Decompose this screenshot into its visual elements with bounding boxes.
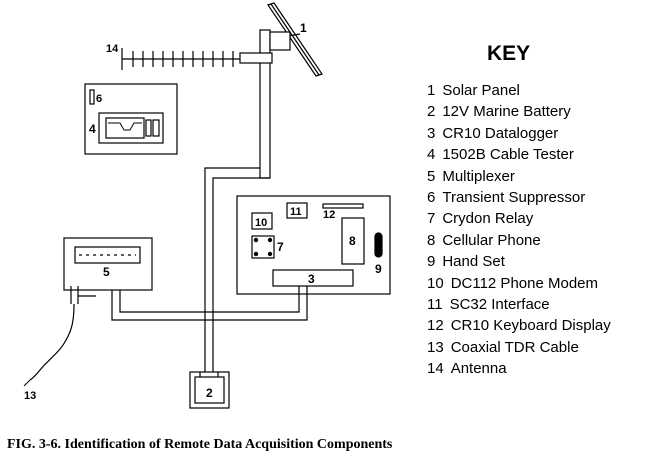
key-item-label: SC32 Interface [449,295,550,313]
key-item-number: 10 [427,274,444,292]
key-item: 13 Coaxial TDR Cable [427,337,611,358]
upper-enclosure [84,83,178,155]
key-item: 9 Hand Set [427,251,611,272]
key-item-number: 14 [427,360,444,378]
mast [239,29,291,179]
key-item-label: Transient Suppressor [442,188,586,206]
key-item-number: 1 [427,82,436,99]
key-item: 5 Multiplexer [427,166,611,187]
key-item-number: 2 [427,103,436,121]
key-item: 14 Antenna [427,358,611,379]
key-item: 7 Crydon Relay [427,208,611,229]
callout-battery: 2 [206,386,213,400]
key-item-number: 8 [427,231,436,249]
key-item: 11 SC32 Interface [427,294,611,315]
key-title: KEY [487,42,531,65]
main-enclosure [236,195,391,295]
key-item-number: 9 [427,253,436,271]
key-item-number: 12 [427,317,444,335]
callout-solar-panel: 1 [300,21,307,35]
key-item-number: 13 [427,338,444,356]
antenna [121,48,240,70]
callout-multiplexer: 5 [103,265,110,279]
key-item: 8 Cellular Phone [427,230,611,251]
key-item-label: Crydon Relay [442,210,534,228]
figure-caption: FIG. 3-6. Identification of Remote Data … [7,437,393,452]
key-item: 10 DC112 Phone Modem [427,273,611,294]
callout-cable-tester: 4 [89,122,96,136]
key-item: 2 12V Marine Battery [427,101,611,122]
key-item-label: 12V Marine Battery [442,103,571,121]
callout-hand-set: 9 [375,262,382,276]
key-item-label: CR10 Datalogger [442,124,559,142]
key-item-label: Hand Set [442,253,505,271]
key-item-label: Antenna [450,360,507,378]
callout-datalogger: 3 [308,272,315,286]
key-item-number: 4 [427,146,436,164]
key-item-number: 7 [427,210,436,228]
key-item-number: 11 [427,295,443,313]
callout-phone-modem: 10 [255,217,267,229]
multiplexer-enclosure [63,237,153,291]
key-item-label: CR10 Keyboard Display [450,317,611,335]
callout-sc32-interface: 11 [290,206,302,218]
cable-trunks [204,167,270,372]
key-item-label: Cellular Phone [442,231,541,249]
key-item: 3 CR10 Datalogger [427,123,611,144]
key-item-label: Coaxial TDR Cable [450,338,579,356]
battery [189,371,230,409]
callout-antenna: 14 [106,43,119,55]
key-item: 6 Transient Suppressor [427,187,611,208]
callout-tdr-cable: 13 [24,390,36,402]
callout-relay: 7 [277,240,284,254]
key-list: 1 Solar Panel 2 12V Marine Battery 3 CR10 D… [427,80,611,379]
callout-keyboard-display: 12 [323,209,335,221]
key-item-label: Solar Panel [442,82,520,99]
key-item: 4 1502B Cable Tester [427,144,611,165]
key-item: 1 Solar Panel [427,80,611,101]
key-item-number: 6 [427,188,436,206]
callout-transient-suppressor: 6 [96,93,102,105]
key-item: 12 CR10 Keyboard Display [427,315,611,336]
key-item-label: DC112 Phone Modem [450,274,598,292]
key-item-number: 3 [427,124,436,142]
key-item-label: Multiplexer [442,167,515,185]
key-item-number: 5 [427,167,436,185]
callout-cellular-phone: 8 [349,234,356,248]
key-item-label: 1502B Cable Tester [442,146,574,164]
tdr-cable [29,286,96,381]
